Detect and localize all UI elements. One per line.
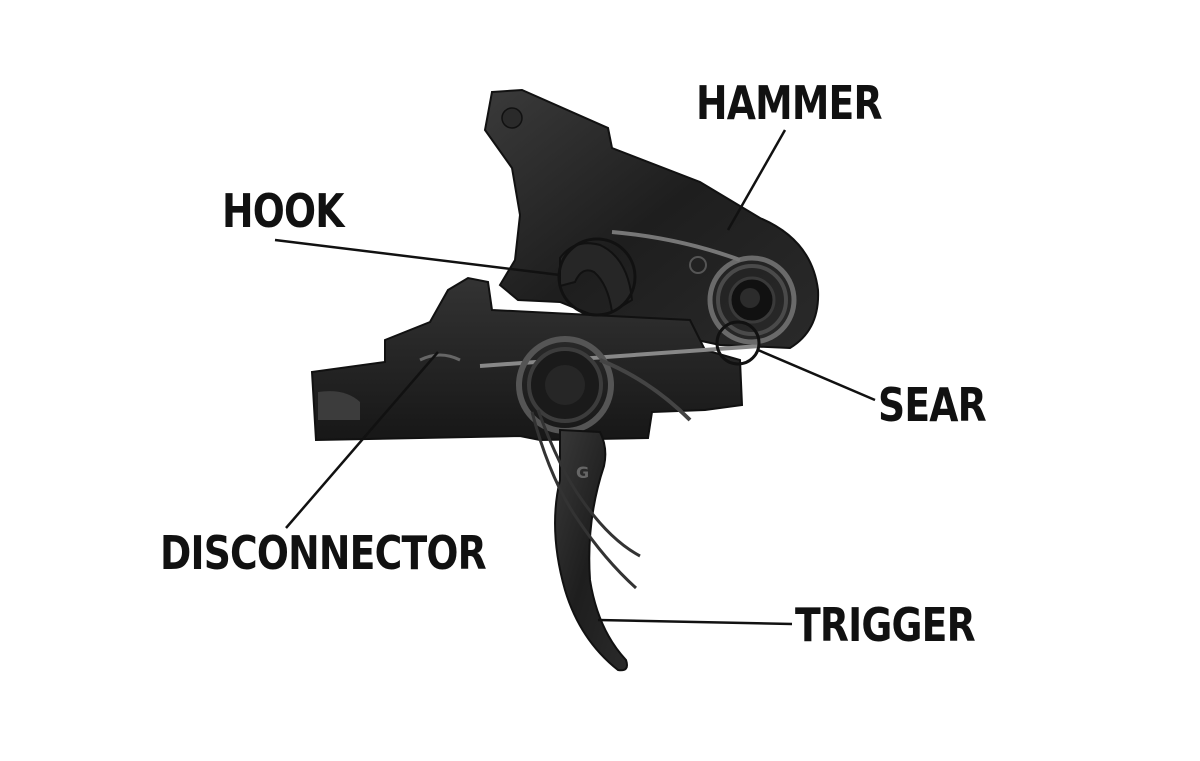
trigger-blade: G xyxy=(530,409,641,672)
hammer-part xyxy=(483,88,820,350)
sear-label: SEAR xyxy=(878,378,987,432)
hammer-leader-line xyxy=(726,129,787,231)
trigger-label: TRIGGER xyxy=(795,598,976,652)
hammer-pivot xyxy=(611,230,797,345)
hook-label: HOOK xyxy=(222,184,344,238)
hook-leader-line xyxy=(274,238,561,277)
trigger-leader-line xyxy=(597,618,793,626)
hook-callout-circle xyxy=(557,237,637,317)
sear-leader-line xyxy=(757,348,876,402)
disconnector-label: DISCONNECTOR xyxy=(160,526,487,580)
hammer-label: HAMMER xyxy=(696,76,883,130)
sear-callout-circle xyxy=(715,320,761,366)
disconnector-leader-line xyxy=(285,351,439,529)
svg-text:G: G xyxy=(576,463,589,482)
